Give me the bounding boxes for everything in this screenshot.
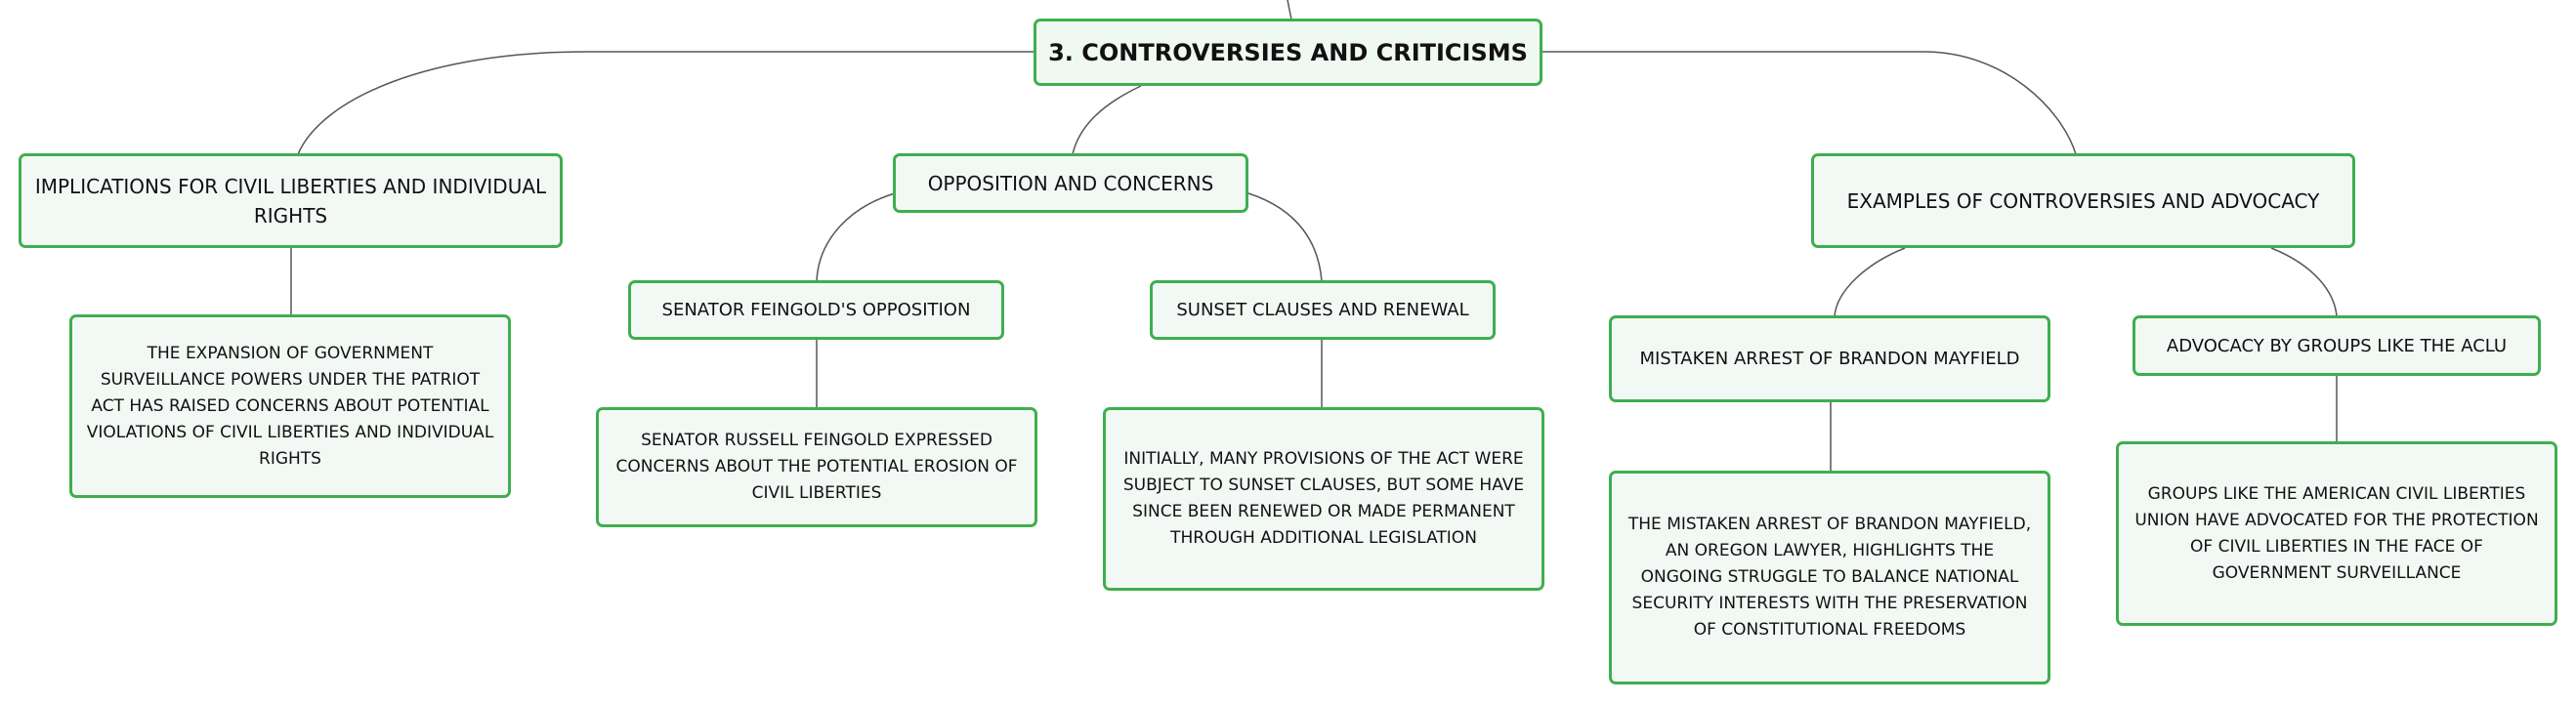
- subtopic-mayfield[interactable]: MISTAKEN ARREST OF BRANDON MAYFIELD: [1609, 315, 2050, 402]
- detail-sunset[interactable]: INITIALLY, MANY PROVISIONS OF THE ACT WE…: [1103, 407, 1544, 591]
- topic-civil-liberties[interactable]: IMPLICATIONS FOR CIVIL LIBERTIES AND IND…: [19, 153, 563, 248]
- root-topic[interactable]: 3. CONTROVERSIES AND CRITICISMS: [1034, 19, 1542, 86]
- detail-civil-liberties[interactable]: THE EXPANSION OF GOVERNMENT SURVEILLANCE…: [69, 314, 511, 498]
- connector-root-civil: [297, 51, 1035, 155]
- detail-mayfield[interactable]: THE MISTAKEN ARREST OF BRANDON MAYFIELD,…: [1609, 471, 2050, 684]
- topic-examples[interactable]: EXAMPLES OF CONTROVERSIES AND ADVOCACY: [1811, 153, 2355, 248]
- subtopic-sunset[interactable]: SUNSET CLAUSES AND RENEWAL: [1150, 280, 1496, 340]
- detail-feingold[interactable]: SENATOR RUSSELL FEINGOLD EXPRESSED CONCE…: [596, 407, 1037, 527]
- connector-ex-aclu: [2270, 247, 2338, 317]
- topic-opposition[interactable]: OPPOSITION AND CONCERNS: [893, 153, 1248, 213]
- detail-aclu[interactable]: GROUPS LIKE THE AMERICAN CIVIL LIBERTIES…: [2116, 441, 2557, 626]
- subtopic-aclu[interactable]: ADVOCACY BY GROUPS LIKE THE ACLU: [2133, 315, 2541, 376]
- connector-root-examples: [1541, 51, 2077, 155]
- connector-to-parent: [1287, 0, 1292, 21]
- connector-ex-mayfield: [1834, 247, 1906, 317]
- connector-root-opposition: [1072, 85, 1142, 155]
- connector-opp-feingold: [816, 192, 896, 282]
- subtopic-feingold[interactable]: SENATOR FEINGOLD'S OPPOSITION: [628, 280, 1004, 340]
- connector-opp-sunset: [1247, 192, 1323, 282]
